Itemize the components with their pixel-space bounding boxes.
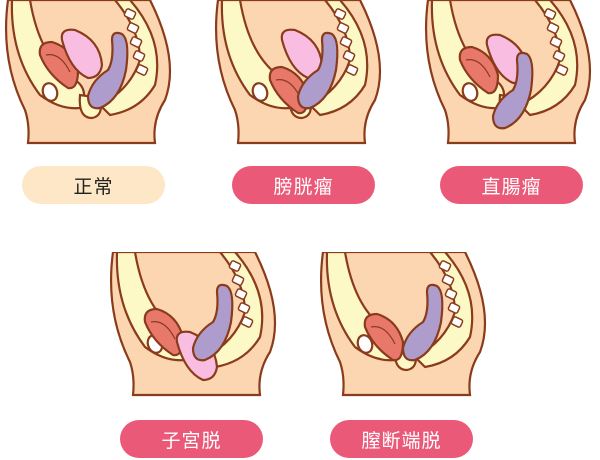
rectocele-illustration: [420, 0, 600, 150]
vertebra: [438, 260, 452, 272]
rectum: [191, 283, 234, 362]
pubic-foramen: [41, 82, 59, 102]
vertebra: [129, 36, 143, 48]
vertebra: [240, 316, 254, 328]
sacrum: [98, 0, 159, 117]
vertebra: [546, 22, 560, 34]
bladder-wall: [150, 321, 176, 340]
vertebra: [552, 50, 566, 62]
vertebra: [444, 288, 458, 300]
rectum: [491, 51, 534, 130]
uterine-prolapse-illustration: [105, 252, 285, 402]
bladder-wall: [370, 326, 396, 345]
uterine-prolapse-label: 子宮脱: [120, 420, 263, 458]
cystocele-label: 膀胱瘤: [232, 166, 375, 204]
vertebra: [339, 36, 353, 48]
vertebra: [333, 8, 347, 20]
sacrum: [308, 0, 369, 117]
vertebra: [132, 50, 146, 62]
uterus: [60, 28, 104, 80]
normal-illustration: [0, 0, 180, 150]
rectum: [86, 31, 129, 110]
rectum: [401, 283, 444, 362]
vertebra: [228, 260, 242, 272]
vertebra: [123, 8, 137, 20]
vertebra: [441, 274, 455, 286]
rectum: [296, 31, 339, 110]
vertebra: [342, 50, 356, 62]
vertebra: [447, 302, 461, 314]
vertebra: [336, 22, 350, 34]
normal-label: 正常: [22, 166, 165, 204]
pubic-foramen: [251, 82, 269, 102]
cystocele-illustration: [210, 0, 390, 150]
pubic-foramen: [461, 82, 479, 102]
vertebra: [237, 302, 251, 314]
vertebra: [234, 288, 248, 300]
rectocele-label: 直腸瘤: [440, 166, 583, 204]
vertebra: [345, 64, 359, 76]
vault-prolapse-illustration: [315, 252, 495, 402]
vertebra: [126, 22, 140, 34]
vault-prolapse-label: 膣断端脱: [330, 420, 473, 458]
vertebra: [555, 64, 569, 76]
bladder-wall: [45, 54, 71, 73]
vertebra: [450, 316, 464, 328]
sacrum: [413, 252, 474, 369]
pubic-foramen: [356, 334, 374, 354]
bladder: [458, 45, 500, 95]
vertebra: [543, 8, 557, 20]
vertebra: [549, 36, 563, 48]
bladder: [363, 312, 405, 362]
vertebra: [135, 64, 149, 76]
bladder-wall: [465, 59, 491, 78]
vertebra: [231, 274, 245, 286]
